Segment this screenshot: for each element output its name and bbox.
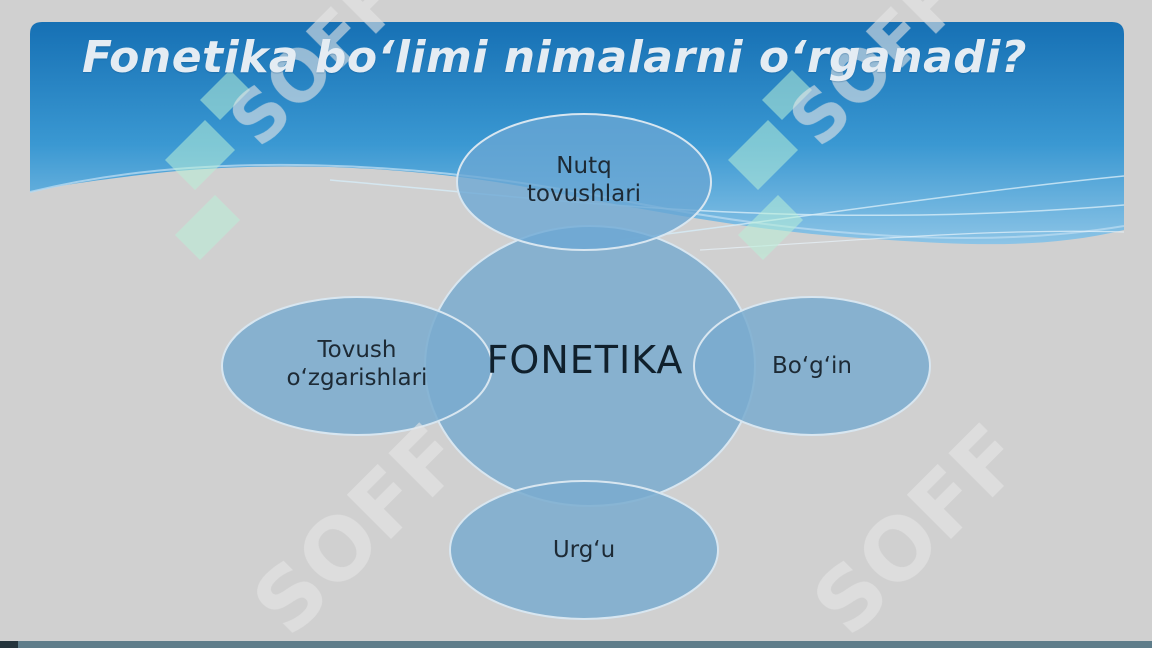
node-right-label: Bo‘g‘in <box>740 352 884 380</box>
node-bottom-line-1: Urg‘u <box>552 537 616 563</box>
node-right-shape <box>693 296 931 436</box>
node-top-shape <box>456 113 712 251</box>
wave-line <box>619 175 1125 241</box>
node-left-line-2: o‘zgarishlari <box>286 365 428 391</box>
node-top-line-1: Nutq <box>556 153 612 179</box>
bottom-bar <box>0 641 1152 648</box>
slide-title: Fonetika bo‘limi nimalarni o‘rganadi? <box>82 32 1027 83</box>
svg-text:SOFF: SOFF <box>234 406 483 648</box>
node-top-label: Nutq tovushlari <box>484 152 684 208</box>
watermark-logo <box>165 70 250 260</box>
node-bottom-shape <box>449 480 719 620</box>
bottom-bar-accent <box>0 641 18 648</box>
node-bottom-label: Urg‘u <box>484 536 684 564</box>
node-right-line-1: Bo‘g‘in <box>771 353 853 379</box>
node-top-line-2: tovushlari <box>526 181 642 207</box>
node-left-line-1: Tovush <box>317 337 397 363</box>
node-left-shape <box>221 296 493 436</box>
node-left-label: Tovush o‘zgarishlari <box>250 336 464 392</box>
center-label: FONETIKA <box>486 338 684 382</box>
watermark-logo <box>728 70 812 260</box>
svg-text:SOFF: SOFF <box>794 406 1043 648</box>
